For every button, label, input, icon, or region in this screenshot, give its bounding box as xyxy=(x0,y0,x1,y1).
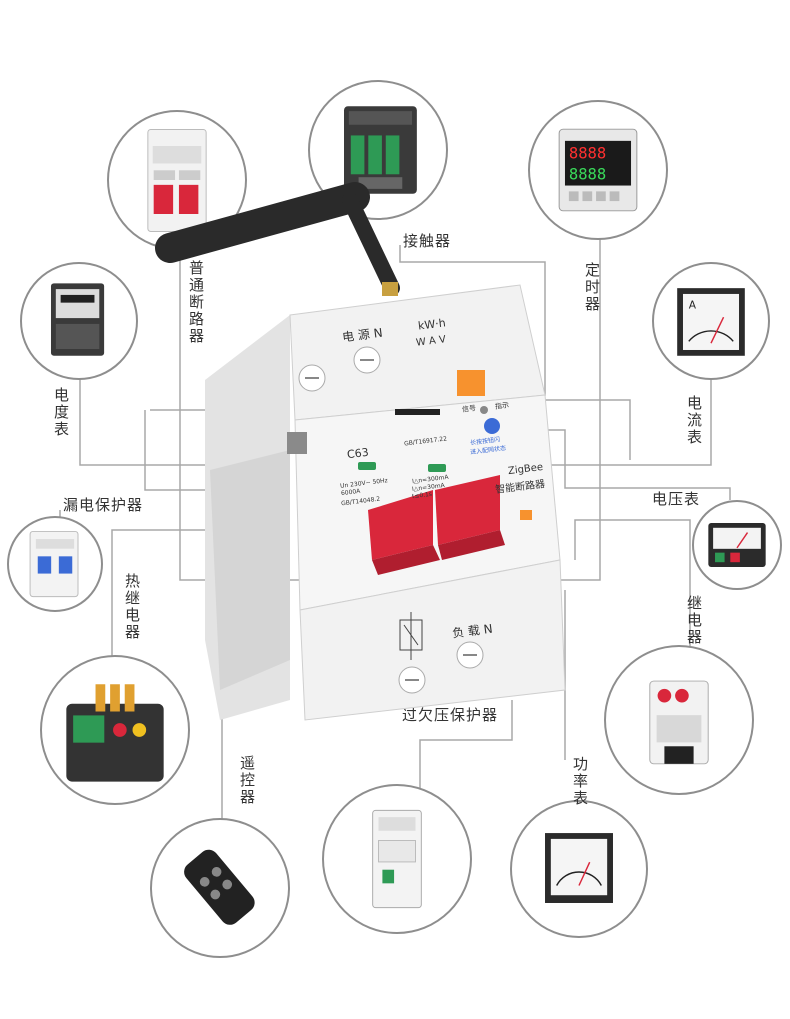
contactor-icon xyxy=(344,106,417,194)
timer-top-digits: 8888 xyxy=(569,144,606,162)
ovp-icon xyxy=(372,809,422,909)
voltmeter-circle xyxy=(692,500,782,590)
label-ammeter: 电流表 xyxy=(685,395,703,446)
ammeter-icon: A xyxy=(677,288,745,356)
relay-icon xyxy=(649,680,709,765)
thermal-relay-icon xyxy=(66,684,164,782)
label-timer: 定时器 xyxy=(583,262,601,313)
rcd-icon xyxy=(29,530,79,598)
energy-meter-icon xyxy=(50,283,105,356)
antenna-icon xyxy=(155,182,400,296)
timer-icon: 8888 8888 xyxy=(558,128,638,212)
label-remote-control: 遥控器 xyxy=(238,755,256,806)
leakage-protector-circle xyxy=(7,516,103,612)
power-meter-circle xyxy=(510,800,648,938)
breaker-signal-label: 信号 xyxy=(461,404,477,414)
relay-circle xyxy=(604,645,754,795)
label-energy-meter: 电度表 xyxy=(52,387,70,438)
energy-meter-circle xyxy=(20,262,138,380)
red-handle-right[interactable] xyxy=(435,475,505,560)
timer-circle: 8888 8888 xyxy=(528,100,668,240)
breaker-rating: C63 xyxy=(346,445,370,462)
label-ordinary-breaker: 普通断路器 xyxy=(187,260,205,345)
over-under-voltage-circle xyxy=(322,784,472,934)
red-handle-left[interactable] xyxy=(368,490,440,575)
thermal-relay-circle xyxy=(40,655,190,805)
label-thermal-relay: 热继电器 xyxy=(123,573,141,641)
label-voltmeter: 电压表 xyxy=(652,490,701,508)
timer-bottom-digits: 8888 xyxy=(569,166,606,184)
remote-control-circle xyxy=(150,818,290,958)
ordinary-breaker-circle xyxy=(107,110,247,250)
label-leakage-protector: 漏电保护器 xyxy=(63,496,144,514)
breaker-indicator-label: 指示 xyxy=(494,401,510,411)
mcb-icon xyxy=(147,129,207,232)
label-power-meter: 功率表 xyxy=(571,756,589,807)
svg-text:A: A xyxy=(689,298,697,311)
ammeter-circle: A xyxy=(652,262,770,380)
remote-icon xyxy=(184,849,255,925)
label-over-under-voltage: 过欠压保护器 xyxy=(402,706,499,724)
voltmeter-icon xyxy=(708,523,766,567)
label-relay: 继电器 xyxy=(685,595,703,646)
label-contactor: 接触器 xyxy=(403,232,452,250)
power-meter-icon xyxy=(545,833,613,903)
